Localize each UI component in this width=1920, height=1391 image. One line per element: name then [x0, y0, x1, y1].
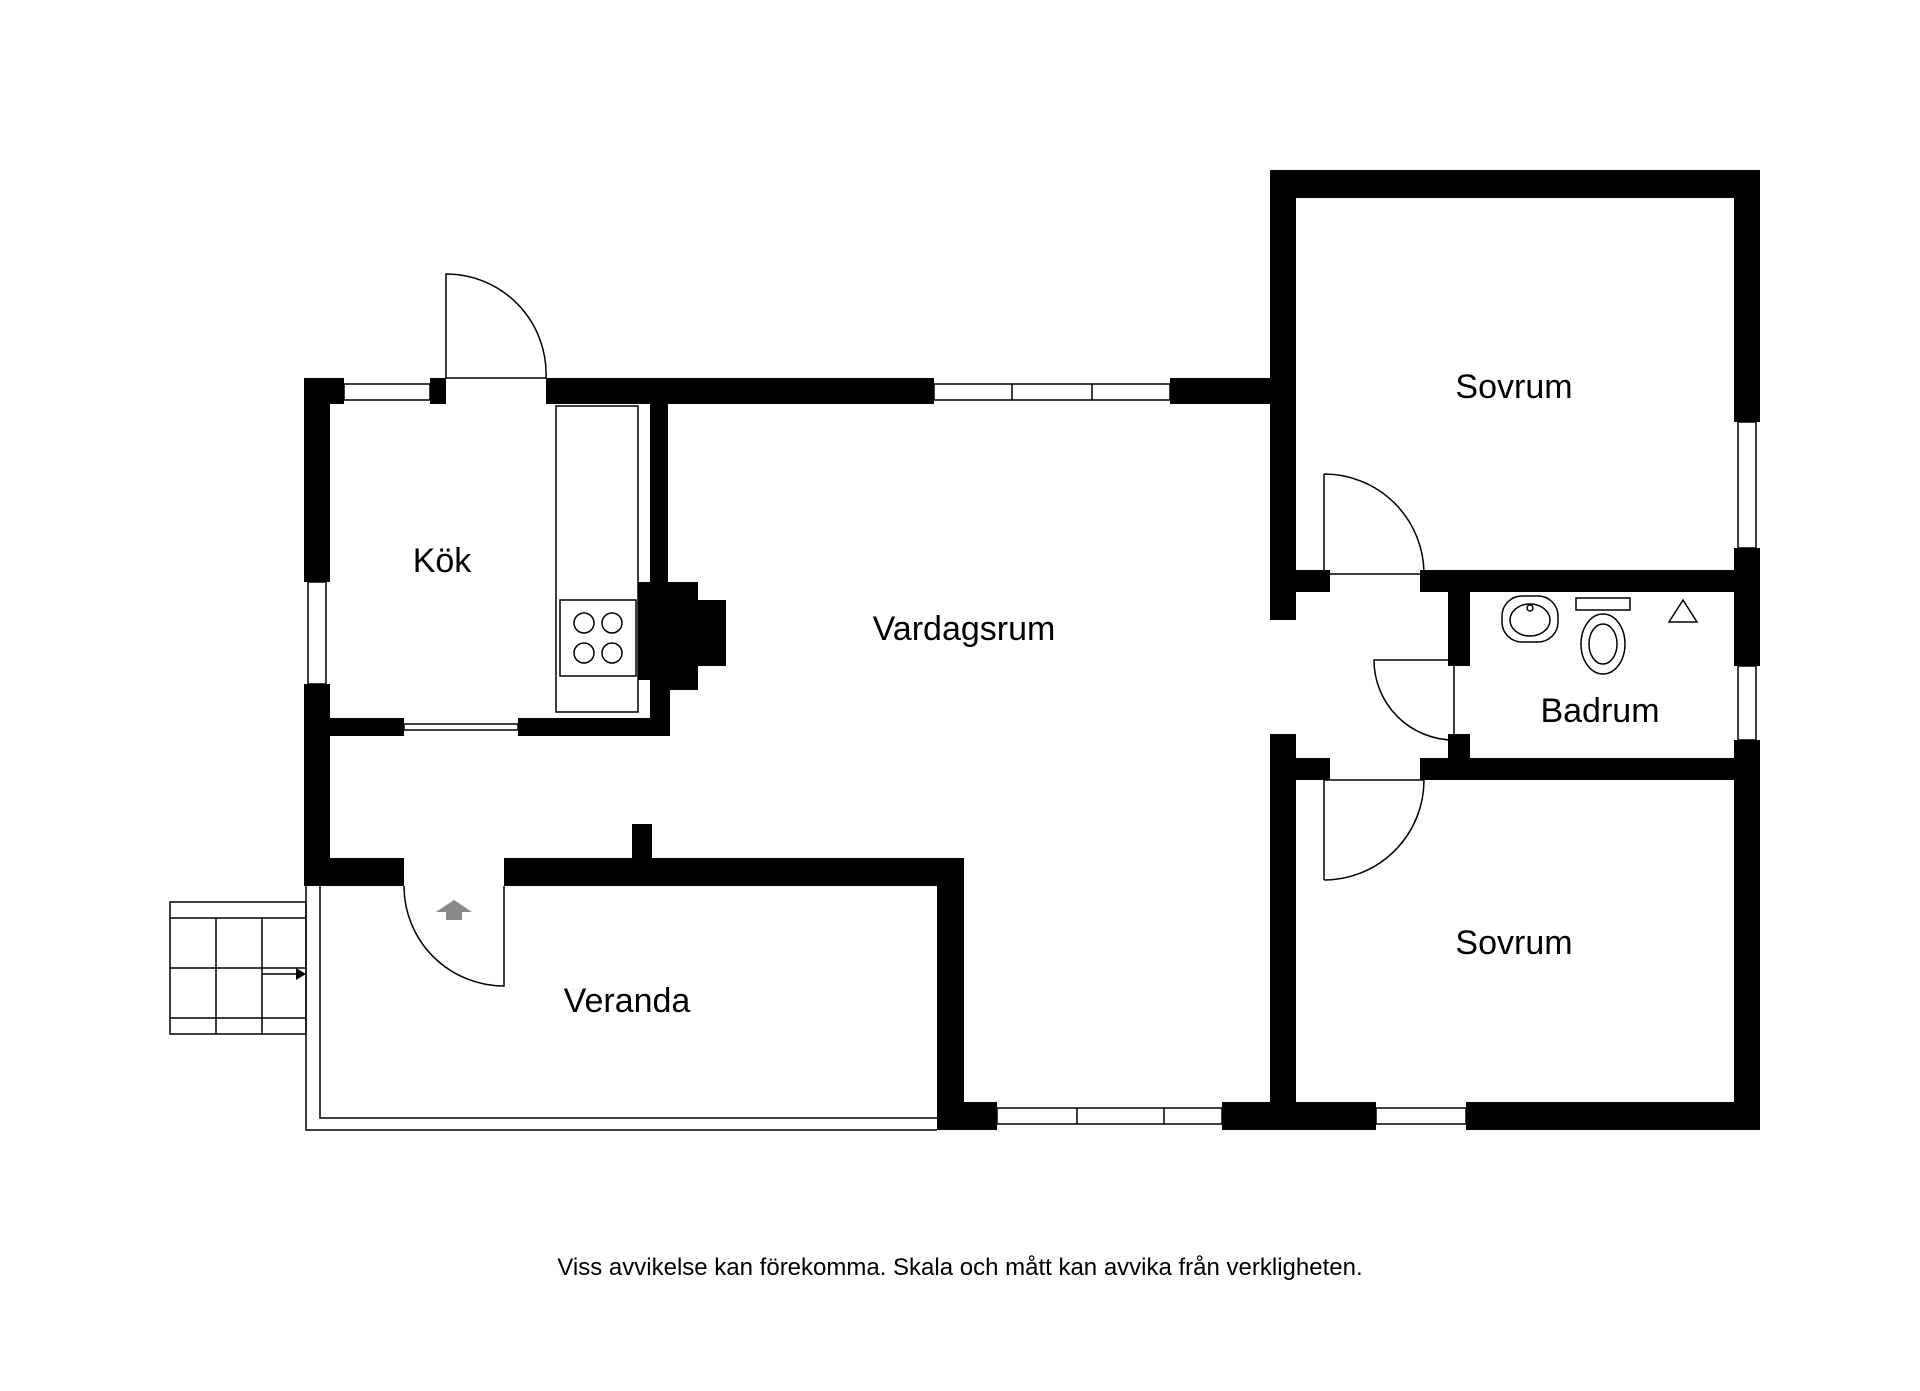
kitchen-counter [555, 405, 639, 713]
window-badrum [1737, 665, 1757, 741]
sink-icon [1501, 595, 1559, 643]
steps-arrow-icon [296, 968, 306, 980]
door-entry [403, 885, 505, 987]
room-label-veranda: Veranda [564, 982, 691, 1020]
doors [403, 273, 1455, 987]
entry-arrow-icon [436, 900, 472, 920]
window-vardagsrum-bottom [996, 1107, 1223, 1125]
walls [304, 170, 1760, 1130]
room-label-sovrum-bottom: Sovrum [1455, 924, 1572, 962]
disclaimer-text: Viss avvikelse kan förekomma. Skala och … [557, 1254, 1363, 1281]
veranda-outline [319, 886, 937, 1119]
window-kok-left [307, 581, 327, 685]
room-label-sovrum-top: Sovrum [1455, 368, 1572, 406]
window-vardagsrum-top [933, 383, 1171, 401]
stove-icon [559, 599, 637, 677]
room-label-badrum: Badrum [1540, 692, 1659, 730]
room-label-kok: Kök [413, 542, 473, 580]
window-kok-top [343, 383, 431, 401]
door-sovrum-top [1323, 473, 1425, 575]
window-sovrum-top [1737, 421, 1757, 549]
window-sovrum-bottom [1375, 1107, 1467, 1125]
drain-triangle-icon [1667, 598, 1699, 623]
window-veranda [403, 723, 519, 731]
door-badrum [1373, 659, 1455, 741]
door-kok-outer [445, 273, 547, 379]
windows [307, 383, 1757, 1125]
toilet-icon [1575, 597, 1631, 675]
door-sovrum-bottom [1323, 779, 1425, 881]
room-label-vardagsrum: Vardagsrum [873, 610, 1056, 648]
